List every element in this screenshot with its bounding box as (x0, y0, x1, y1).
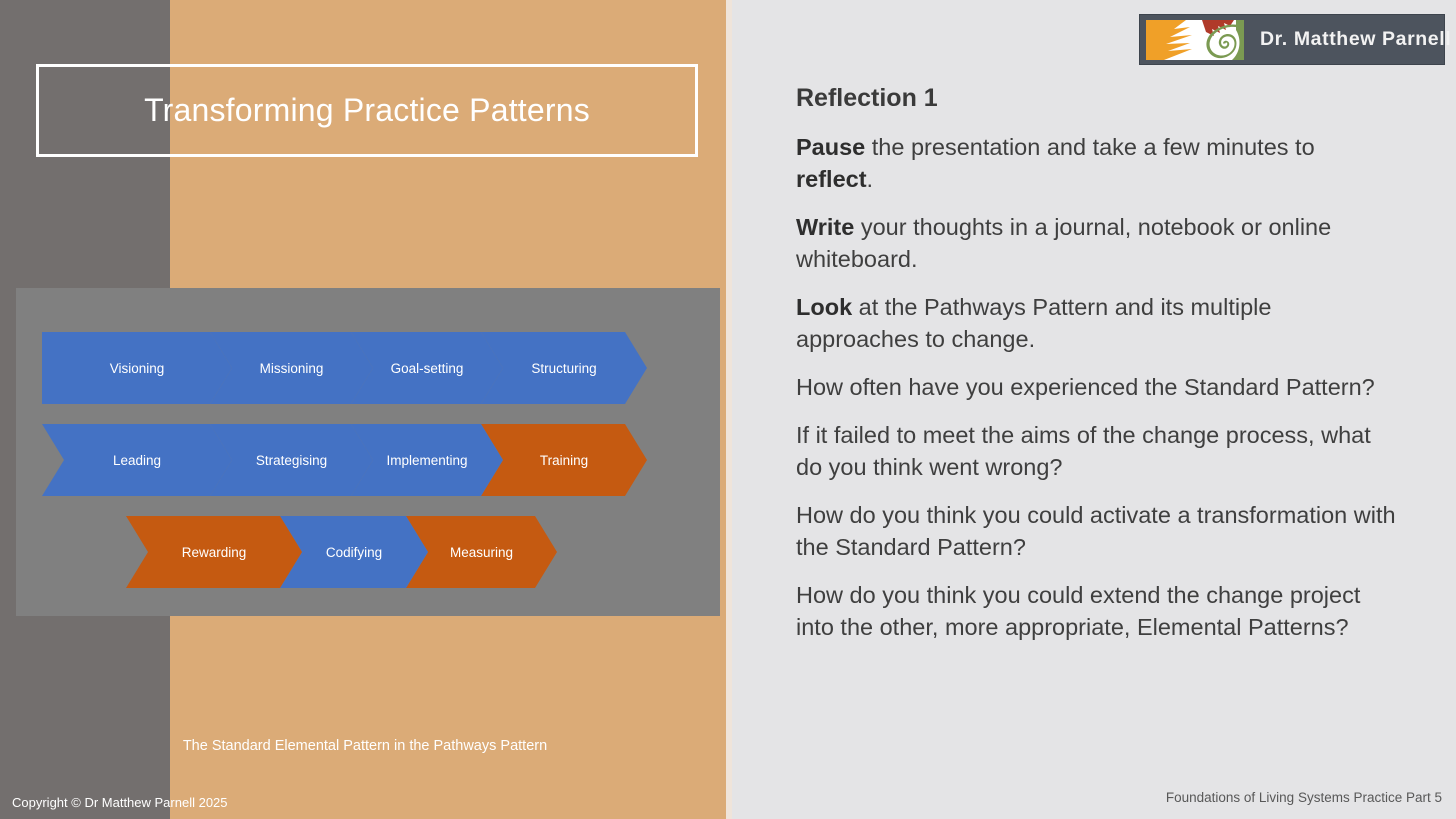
chevron-step-structuring[interactable]: Structuring (481, 332, 647, 404)
chevron-step-training[interactable]: Training (481, 424, 647, 496)
chevron-step-measuring[interactable]: Measuring (406, 516, 557, 588)
chevron-step-leading[interactable]: Leading (42, 424, 232, 496)
reflection-item-lead: Write (796, 214, 855, 240)
reflection-item-text: the presentation and take a few minutes … (865, 134, 1315, 160)
chevron-step-label: Codifying (325, 544, 383, 560)
reflection-item-text: at the Pathways Pattern and its multiple… (796, 294, 1272, 352)
reflection-item: How do you think you could extend the ch… (796, 579, 1396, 643)
reflection-item: Pause the presentation and take a few mi… (796, 131, 1396, 195)
panel-edge-strip (726, 0, 732, 819)
reflection-item: Look at the Pathways Pattern and its mul… (796, 291, 1396, 355)
reflection-item-text: How do you think you could activate a tr… (796, 502, 1396, 560)
reflection-heading: Reflection 1 (796, 84, 938, 112)
chevron-step-goal-setting[interactable]: Goal-setting (351, 332, 503, 404)
pathways-diagram-panel: Visioning Missioning Goal-setting Structuri… (16, 288, 720, 616)
chevron-step-label: Goal-setting (390, 360, 464, 376)
brand-name: Dr. Matthew Parnell (1260, 28, 1452, 50)
chevron-step-codifying[interactable]: Codifying (280, 516, 428, 588)
chevron-step-label: Rewarding (181, 544, 247, 560)
reflection-item-lead: Look (796, 294, 853, 320)
reflection-item: If it failed to meet the aims of the cha… (796, 419, 1396, 483)
page-title: Transforming Practice Patterns (144, 92, 590, 128)
reflection-item-lead-2: reflect (796, 166, 867, 192)
reflection-item: How do you think you could activate a tr… (796, 499, 1396, 563)
chevron-step-rewarding[interactable]: Rewarding (126, 516, 302, 588)
chevron-step-label: Strategising (255, 452, 328, 468)
reflection-item-text: How do you think you could extend the ch… (796, 582, 1361, 640)
reflection-item: How often have you experienced the Stand… (796, 371, 1396, 403)
copyright-notice: Copyright © Dr Matthew Parnell 2025 (12, 795, 228, 810)
reflection-item-text: your thoughts in a journal, notebook or … (796, 214, 1332, 272)
chevron-step-missioning[interactable]: Missioning (210, 332, 373, 404)
deck-footer: Foundations of Living Systems Practice P… (1165, 790, 1442, 805)
chevron-step-label: Missioning (259, 360, 324, 376)
reflection-item-text: How often have you experienced the Stand… (796, 374, 1375, 400)
chevron-step-label: Visioning (109, 360, 165, 376)
chevron-step-label: Structuring (531, 360, 597, 376)
brand-logo[interactable]: Dr. Matthew Parnell (1139, 14, 1451, 65)
chevron-step-visioning[interactable]: Visioning (42, 332, 232, 404)
chevron-step-label: Leading (112, 452, 162, 468)
reflection-panel: Dr. Matthew Parnell Reflection 1 Pause t… (732, 0, 1456, 819)
chevron-step-label: Training (539, 452, 589, 468)
reflection-item-tail: . (866, 166, 874, 192)
reflection-item-list: Pause the presentation and take a few mi… (796, 131, 1396, 659)
slide-title-box: Transforming Practice Patterns (36, 64, 698, 157)
reflection-item: Write your thoughts in a journal, notebo… (796, 211, 1396, 275)
chevron-step-implementing[interactable]: Implementing (351, 424, 503, 496)
reflection-item-text: If it failed to meet the aims of the cha… (796, 422, 1371, 480)
chevron-step-label: Measuring (449, 544, 514, 560)
diagram-caption: The Standard Elemental Pattern in the Pa… (182, 738, 548, 754)
spiral-sunburst-icon (1146, 19, 1244, 60)
reflection-item-lead: Pause (796, 134, 866, 160)
chevron-step-strategising[interactable]: Strategising (210, 424, 373, 496)
chevron-step-label: Implementing (386, 452, 468, 468)
